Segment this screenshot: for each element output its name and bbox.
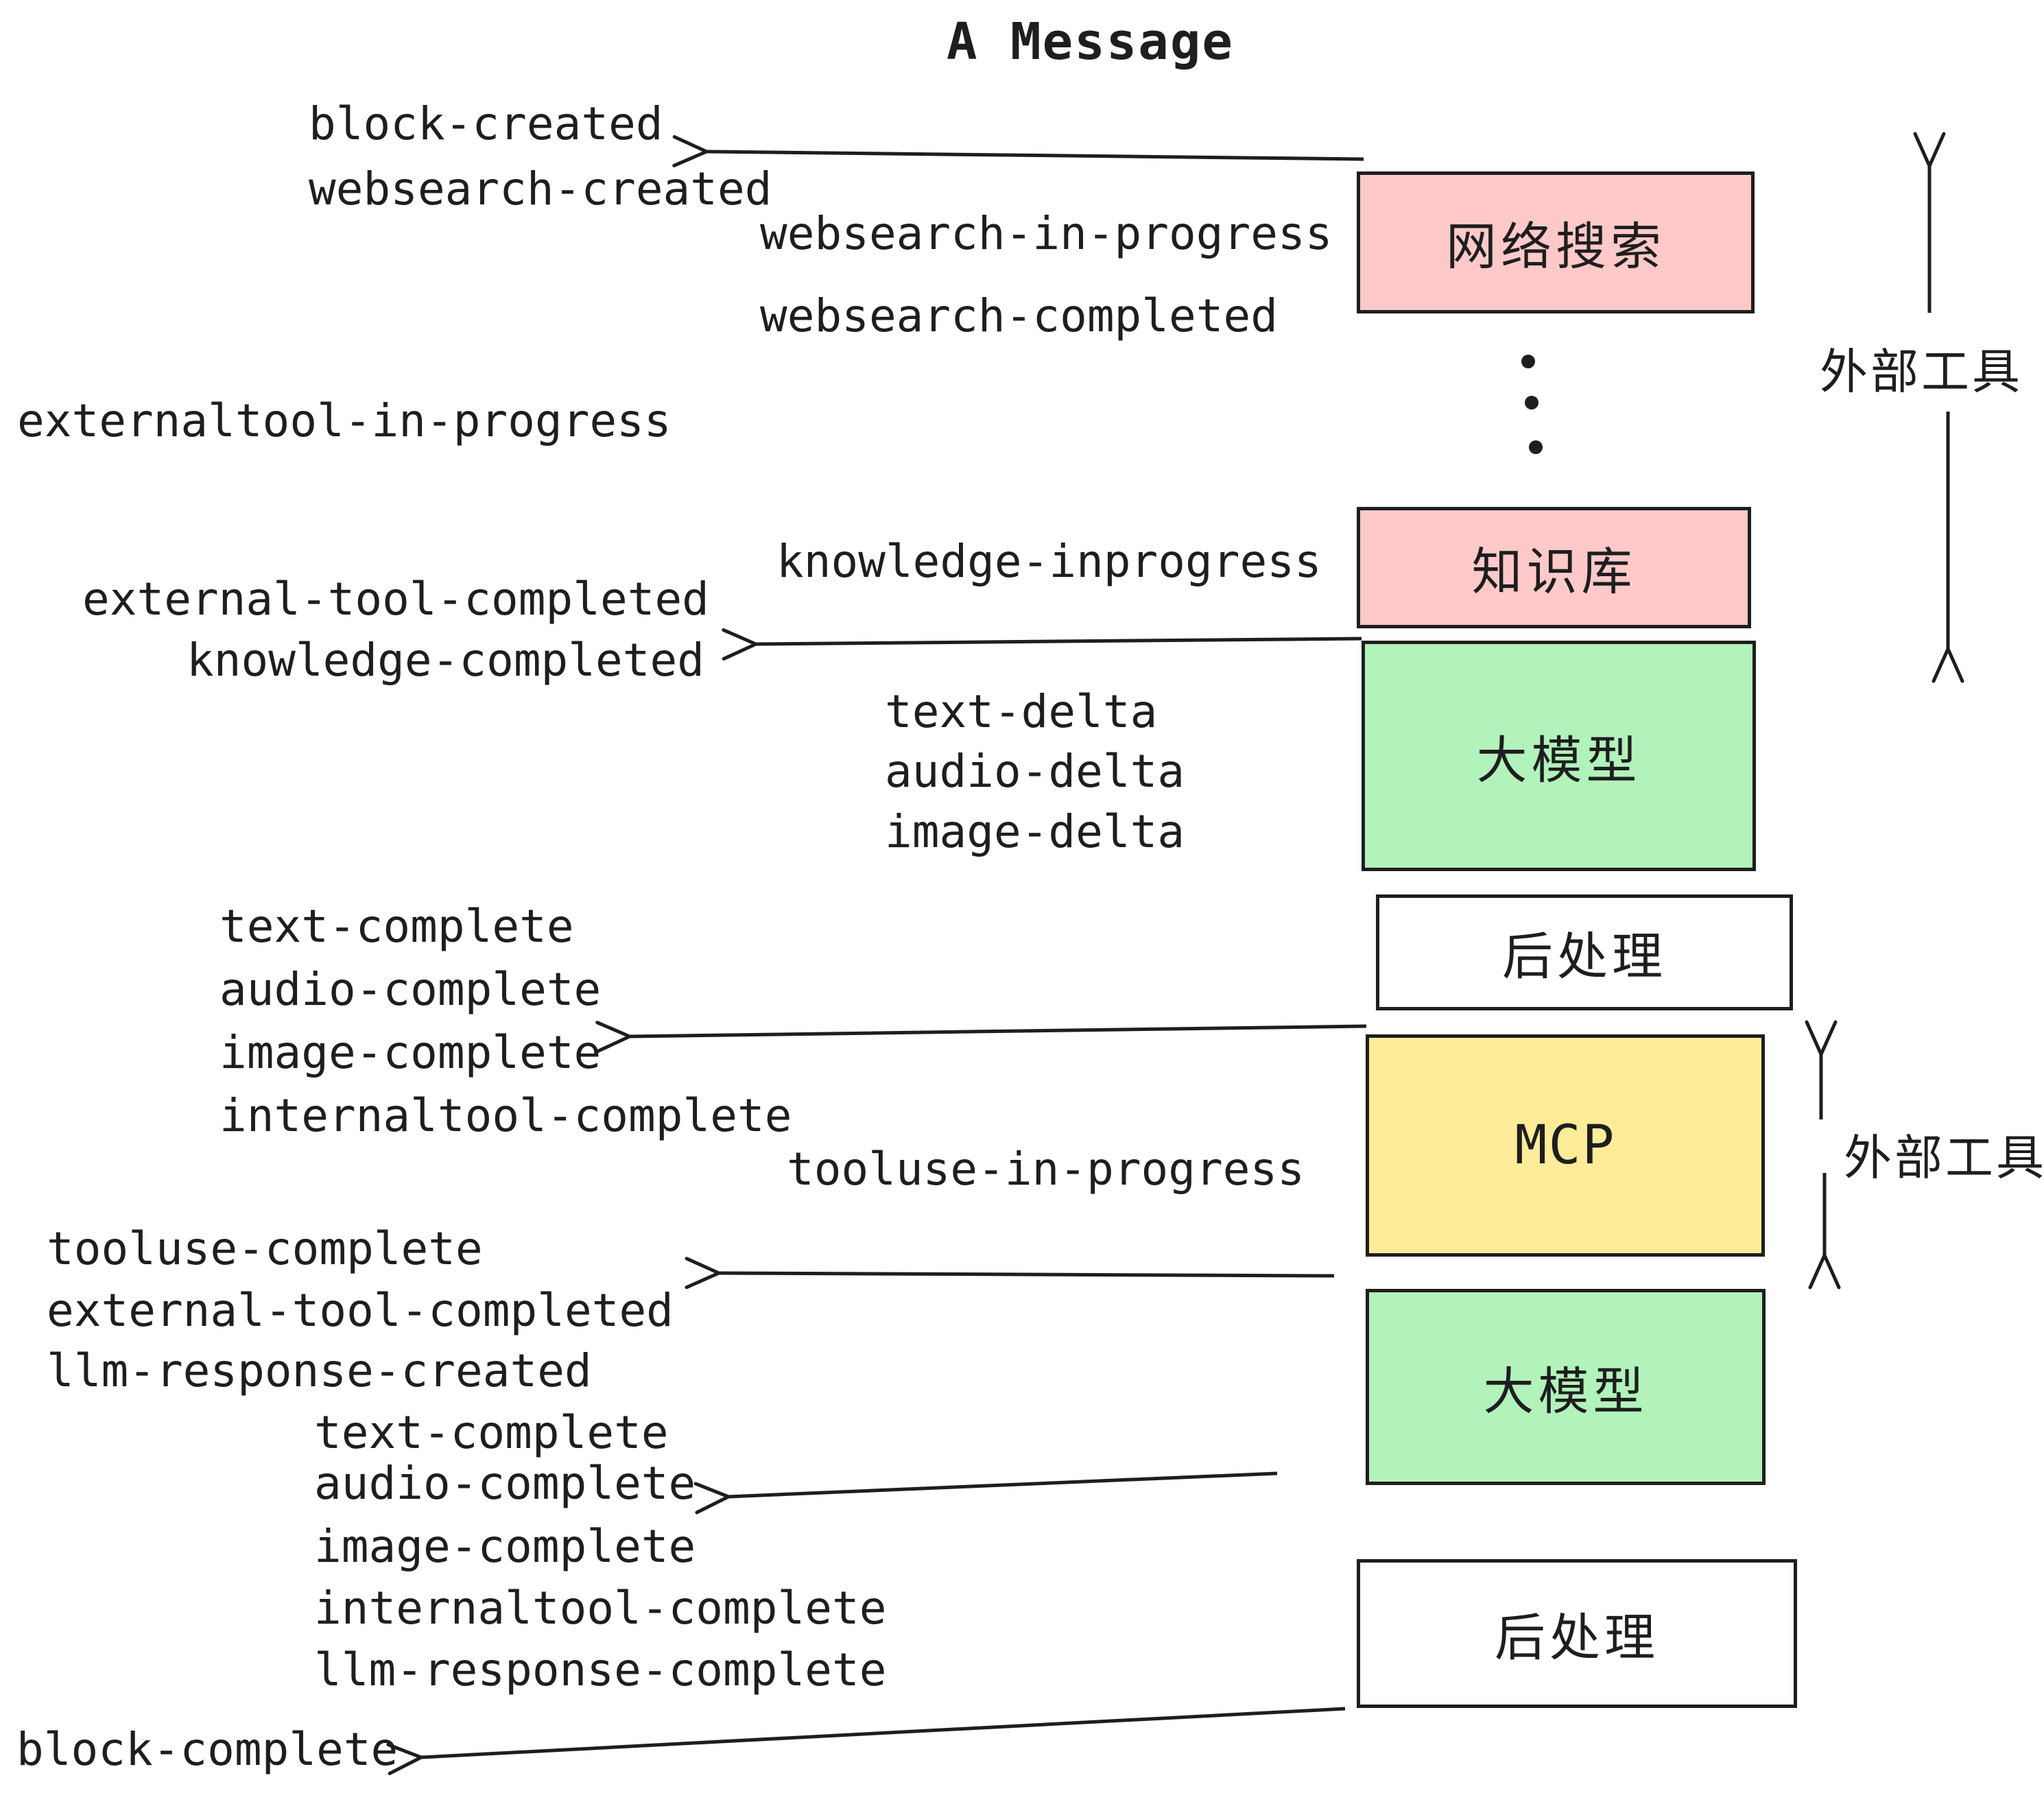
event-text-complete-2: text-complete: [314, 1406, 669, 1459]
node-knowledge-base-label: 知识库: [1471, 543, 1637, 602]
node-post-processing-2-label: 后处理: [1495, 1609, 1659, 1667]
event-websearch-completed: websearch-completed: [760, 289, 1278, 342]
node-llm-2-label: 大模型: [1483, 1362, 1648, 1421]
event-knowledge-inprogress: knowledge-inprogress: [776, 535, 1322, 588]
arrow-knowledge-completed: [722, 628, 1362, 661]
event-audio-complete-1: audio-complete: [219, 963, 602, 1016]
event-external-tool-completed-2: external-tool-completed: [47, 1284, 674, 1337]
event-websearch-in-progress: websearch-in-progress: [760, 207, 1333, 260]
event-image-complete-1: image-complete: [219, 1026, 602, 1079]
event-internaltool-complete-2: internaltool-complete: [314, 1582, 887, 1635]
node-mcp: MCP: [1366, 1034, 1765, 1257]
node-knowledge-base: 知识库: [1357, 507, 1751, 628]
event-externaltool-in-progress: externaltool-in-progress: [17, 394, 672, 447]
event-image-delta-1: image-delta: [885, 805, 1185, 858]
event-text-complete-1: text-complete: [219, 900, 574, 953]
node-post-processing-1: 后处理: [1376, 894, 1793, 1010]
event-websearch-created: websearch-created: [309, 163, 772, 215]
node-web-search: 网络搜索: [1357, 171, 1755, 313]
arrow-block-complete: [386, 1707, 1346, 1775]
event-image-complete-2: image-complete: [314, 1520, 696, 1573]
event-knowledge-completed: knowledge-completed: [187, 634, 704, 687]
node-post-processing-2: 后处理: [1357, 1559, 1797, 1708]
node-mcp-label: MCP: [1514, 1115, 1616, 1176]
ellipsis-dots: [1521, 355, 1543, 454]
event-llm-response-created: llm-response-created: [47, 1344, 592, 1397]
arrow-tooluse-complete: [685, 1257, 1335, 1290]
arrow-image-complete: [595, 1021, 1367, 1054]
event-text-delta-1: text-delta: [885, 685, 1158, 738]
event-external-tool-completed: external-tool-completed: [82, 573, 709, 626]
external-tools-label-1: 外部工具: [1820, 344, 2023, 400]
node-llm-1-label: 大模型: [1476, 731, 1641, 790]
node-post-processing-1-label: 后处理: [1502, 927, 1667, 986]
event-llm-response-complete: llm-response-complete: [314, 1643, 887, 1696]
node-web-search-label: 网络搜索: [1446, 217, 1665, 276]
diagram-title: A Message: [947, 12, 1234, 71]
event-internaltool-complete-1: internaltool-complete: [219, 1089, 792, 1142]
external-tools-label-2: 外部工具: [1844, 1130, 2044, 1186]
node-llm-2: 大模型: [1366, 1289, 1766, 1485]
event-tooluse-in-progress: tooluse-in-progress: [787, 1143, 1305, 1196]
event-block-created: block-created: [309, 97, 663, 150]
node-llm-1: 大模型: [1362, 641, 1756, 871]
arrow-websearch-created: [672, 134, 1364, 167]
event-tooluse-complete: tooluse-complete: [47, 1222, 483, 1275]
event-audio-delta-1: audio-delta: [885, 745, 1185, 798]
event-audio-complete-2: audio-complete: [314, 1457, 696, 1510]
arrow-audio-complete: [693, 1471, 1278, 1515]
event-block-complete: block-complete: [16, 1723, 399, 1776]
